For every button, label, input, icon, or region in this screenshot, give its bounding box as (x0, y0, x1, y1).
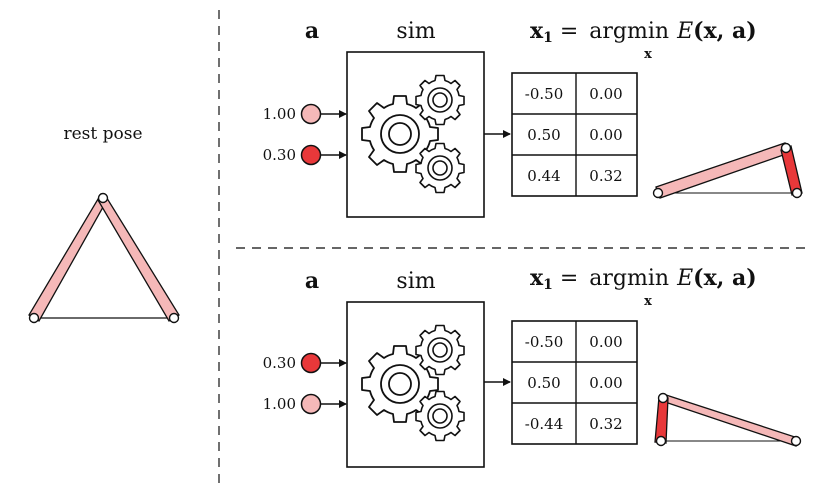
eq-op-sub: x (644, 47, 652, 62)
eq-args: (x, a) (693, 265, 757, 291)
sim-label: sim (396, 19, 435, 44)
table-cell: -0.50 (525, 333, 563, 351)
table-cell: 0.00 (589, 85, 622, 103)
output-table: -0.50 0.00 0.50 0.00 0.44 0.32 (511, 72, 638, 197)
eq-equals: = (553, 19, 585, 44)
input-knob (300, 352, 322, 374)
eq-fn: E (676, 266, 693, 291)
result-shape (652, 142, 803, 199)
sim-label: sim (396, 269, 435, 294)
eq-lhs: x (530, 265, 544, 291)
table-cell: 0.00 (589, 126, 622, 144)
table-cell: 0.32 (589, 415, 622, 433)
input-knob (300, 103, 322, 125)
result-node (780, 142, 792, 154)
input-knob (300, 144, 322, 166)
eq-op: argmin (589, 266, 669, 291)
input-value: 1.00 (263, 105, 296, 123)
eq-fn: E (676, 19, 693, 44)
table-cell: -0.50 (525, 85, 563, 103)
table-cell: 0.00 (589, 374, 622, 392)
result-node (652, 187, 664, 199)
result-shape (654, 392, 802, 447)
result-node (790, 435, 802, 447)
table-cell: -0.44 (525, 415, 563, 433)
gear-icon (415, 390, 465, 442)
result-node (655, 435, 667, 447)
table-cell: 0.50 (527, 374, 560, 392)
eq-op-sub: x (644, 294, 652, 309)
eq-lhs: x (530, 18, 544, 44)
rest-edge-right (97, 194, 180, 322)
input-knob (300, 393, 322, 415)
eq-args: (x, a) (693, 18, 757, 44)
rest-pose-label: rest pose (63, 124, 142, 144)
rest-node (168, 312, 180, 324)
a-label: a (305, 268, 319, 294)
result-edge-strong (780, 145, 803, 196)
rest-node (97, 192, 109, 204)
result-edge-light (662, 393, 799, 447)
a-label: a (305, 18, 319, 44)
table-cell: 0.44 (527, 167, 560, 185)
rest-pose-triangle (28, 192, 180, 324)
eq-lhs-sub: 1 (543, 277, 553, 293)
gear-icon (415, 142, 465, 194)
result-node (657, 392, 669, 404)
gear-icon (415, 324, 465, 376)
input-value: 0.30 (263, 146, 296, 164)
eq-op: argmin (589, 19, 669, 44)
table-cell: 0.50 (527, 126, 560, 144)
output-table: -0.50 0.00 0.50 0.00 -0.44 0.32 (511, 320, 638, 445)
eq-equals: = (553, 266, 585, 291)
table-cell: 0.32 (589, 167, 622, 185)
input-value: 1.00 (263, 395, 296, 413)
input-value: 0.30 (263, 354, 296, 372)
eq-lhs-sub: 1 (543, 30, 553, 46)
table-cell: 0.00 (589, 333, 622, 351)
rest-node (28, 312, 40, 324)
result-node (791, 187, 803, 199)
rest-edge-left (28, 192, 108, 322)
gear-icon (415, 74, 465, 126)
result-edge-light (655, 142, 790, 199)
